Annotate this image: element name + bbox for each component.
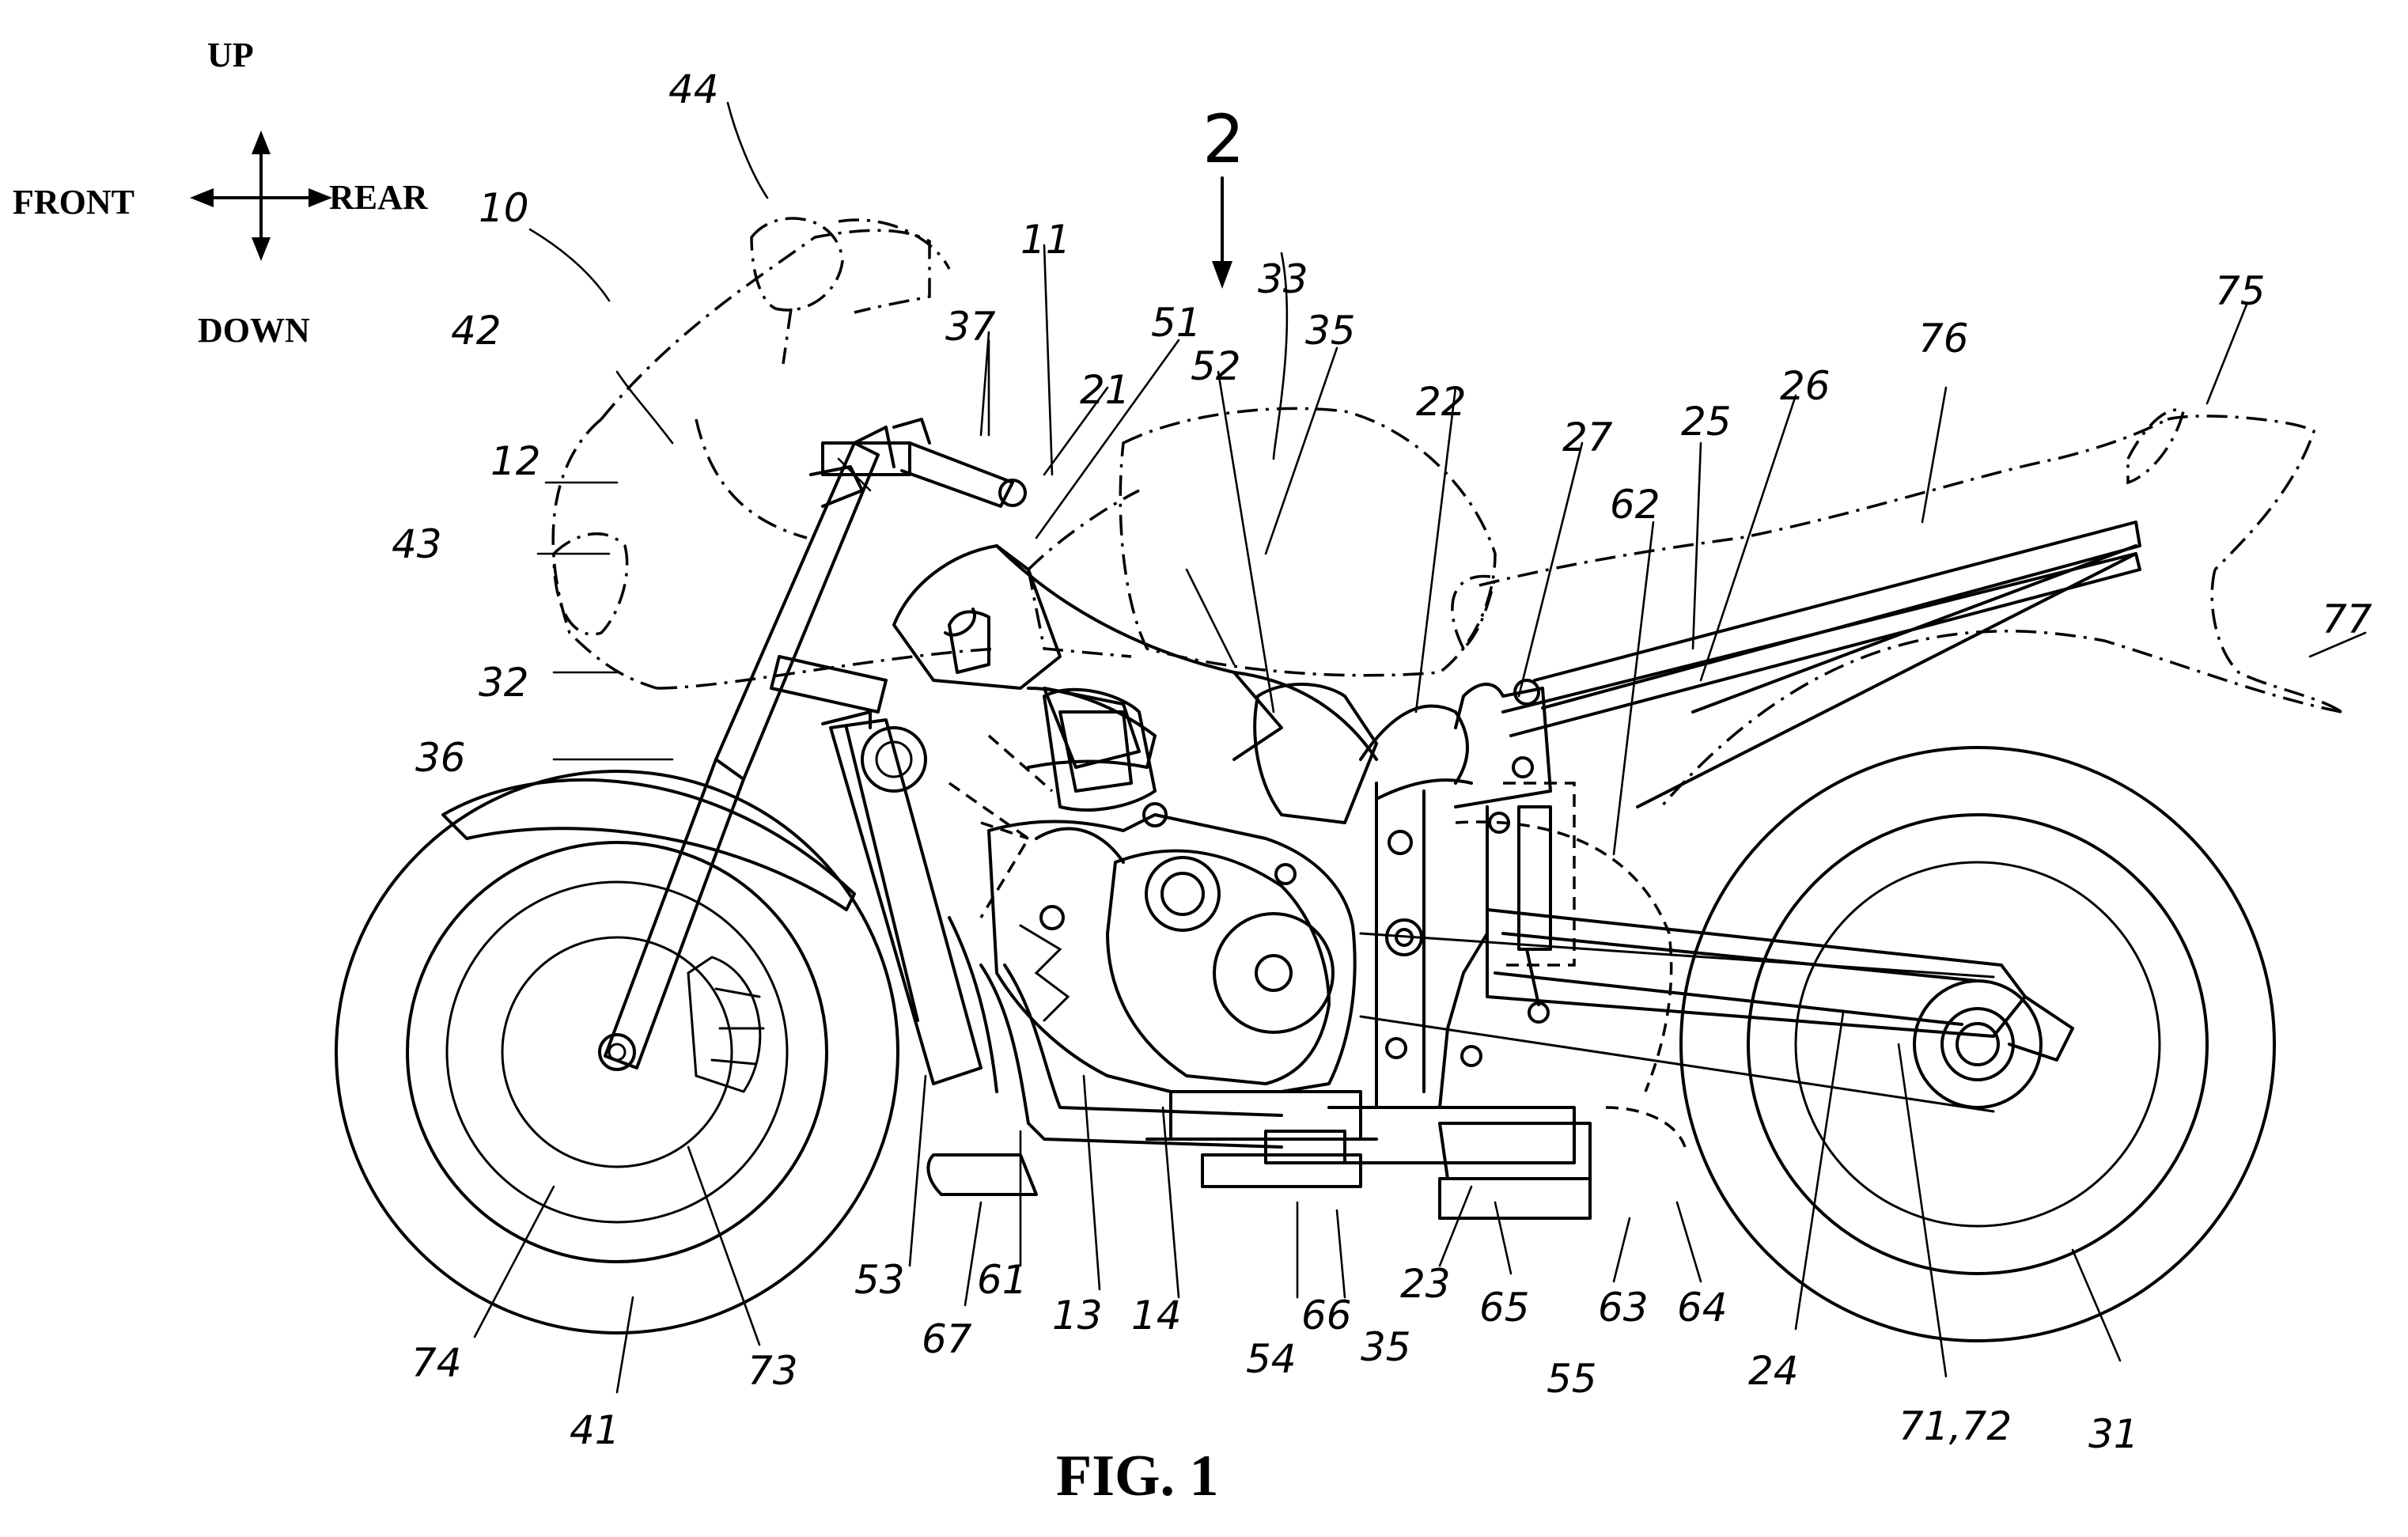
ref-67: 67 xyxy=(922,1316,972,1362)
front-fork xyxy=(604,418,1027,1069)
reference-numerals: 10 11 12 13 14 21 22 23 24 25 26 27 31 3… xyxy=(392,66,2372,1457)
ref-23: 23 xyxy=(1400,1261,1451,1307)
drive-chain xyxy=(1359,932,1995,1113)
ref-24: 24 xyxy=(1748,1348,1799,1394)
ref-61: 61 xyxy=(977,1257,1028,1303)
ref-44: 44 xyxy=(668,66,719,112)
ref-54: 54 xyxy=(1246,1336,1297,1382)
view-arrow: 2 xyxy=(1202,100,1244,289)
ref-10: 10 xyxy=(479,185,529,231)
ref-75: 75 xyxy=(2215,268,2266,314)
ref-63: 63 xyxy=(1598,1285,1649,1331)
ref-21: 21 xyxy=(1080,367,1130,413)
ref-36: 36 xyxy=(415,735,466,781)
fuel-tank xyxy=(1027,407,1497,677)
ref-43: 43 xyxy=(392,521,442,567)
ref-64: 64 xyxy=(1677,1285,1728,1331)
ref-52: 52 xyxy=(1191,343,1241,389)
radiator xyxy=(821,710,1054,1085)
ref-71-72: 71,72 xyxy=(1899,1403,2012,1449)
ref-25: 25 xyxy=(1681,399,1732,445)
ref-26: 26 xyxy=(1780,363,1831,409)
ref-35-lower: 35 xyxy=(1361,1324,1411,1370)
ref-65: 65 xyxy=(1479,1285,1530,1331)
main-frame xyxy=(892,544,1473,801)
exhaust-system xyxy=(926,820,1687,1220)
leader-lines xyxy=(473,101,2367,1394)
front-wheel xyxy=(335,770,899,1334)
front-fender xyxy=(441,778,856,1093)
seat-rails xyxy=(1501,521,2141,808)
ref-41: 41 xyxy=(570,1407,620,1453)
ref-31: 31 xyxy=(2088,1411,2139,1457)
ref-37: 37 xyxy=(945,304,996,350)
engine xyxy=(987,802,1378,1141)
ref-62: 62 xyxy=(1610,482,1660,528)
ref-51: 51 xyxy=(1151,300,1202,346)
swing-arm xyxy=(1486,908,2074,1081)
direction-down: DOWN xyxy=(198,311,310,350)
ref-13: 13 xyxy=(1052,1293,1103,1338)
front-cowl xyxy=(551,217,998,690)
ref-66: 66 xyxy=(1301,1293,1352,1338)
tail-cowl xyxy=(1451,408,2342,808)
direction-front: FRONT xyxy=(13,183,134,221)
ref-14: 14 xyxy=(1131,1293,1182,1338)
ref-73: 73 xyxy=(748,1348,798,1394)
ref-27: 27 xyxy=(1562,415,1613,460)
ref-77: 77 xyxy=(2322,596,2372,642)
ref-35-upper: 35 xyxy=(1305,308,1356,354)
ref-55: 55 xyxy=(1547,1356,1597,1402)
pivot-frame xyxy=(1375,679,1552,1109)
ref-33: 33 xyxy=(1258,256,1308,302)
ref-22: 22 xyxy=(1416,379,1467,425)
direction-rear: REAR xyxy=(329,178,429,217)
orientation-compass: UP DOWN FRONT REAR xyxy=(13,36,429,350)
direction-up: UP xyxy=(207,36,254,74)
view-arrow-label: 2 xyxy=(1202,100,1244,178)
ref-53: 53 xyxy=(854,1257,905,1303)
rear-shock xyxy=(1503,782,1576,1024)
ref-74: 74 xyxy=(411,1340,462,1386)
cylinder-head xyxy=(944,608,1378,824)
ref-12: 12 xyxy=(490,438,541,484)
rear-wheel xyxy=(1679,746,2276,1342)
ref-32: 32 xyxy=(479,660,529,706)
ref-42: 42 xyxy=(451,308,502,354)
figure-caption: FIG. 1 xyxy=(1056,1444,1219,1509)
ref-76: 76 xyxy=(1918,316,1969,362)
ref-11: 11 xyxy=(1020,217,1071,263)
